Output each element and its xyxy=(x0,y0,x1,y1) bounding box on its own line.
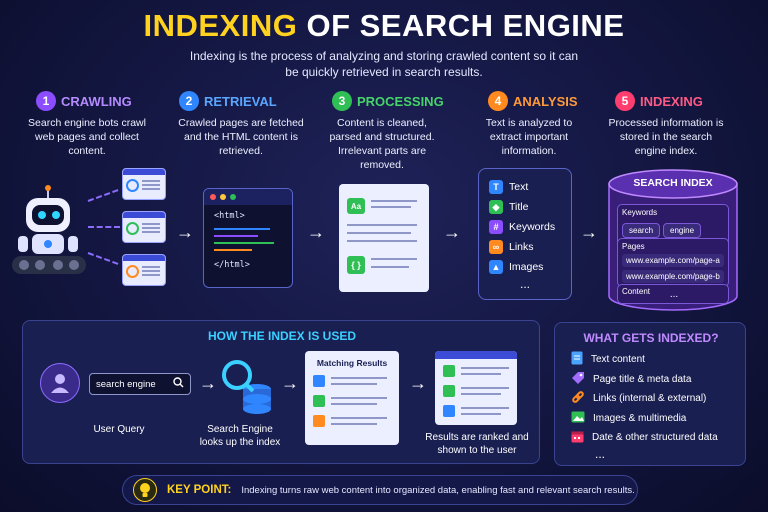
ranked-label: Results are ranked and shown to the user xyxy=(425,432,529,456)
page-subtitle: Indexing is the process of analyzing and… xyxy=(189,49,579,79)
search-index-title: SEARCH INDEX xyxy=(633,177,713,189)
step-analysis-header: 4 ANALYSIS xyxy=(488,91,578,111)
how-index-used-title: HOW THE INDEX IS USED xyxy=(207,329,356,343)
arrow-right-icon: → xyxy=(176,222,194,242)
step-label: RETRIEVAL xyxy=(204,93,277,109)
matching-results-title: Matching Results xyxy=(316,358,388,368)
key-point-banner: KEY POINT: Indexing turns raw web conten… xyxy=(122,475,638,505)
globe-icon xyxy=(126,178,139,192)
index-content-section: Content ... xyxy=(617,284,729,304)
how-index-used-panel: HOW THE INDEX IS USED search engine User… xyxy=(22,320,540,464)
text-format-icon: Aa xyxy=(347,198,365,214)
step-label: INDEXING xyxy=(640,93,703,109)
step-indexing-desc: Processed information is stored in the s… xyxy=(608,117,724,157)
step-indexing-header: 5 INDEXING xyxy=(615,91,703,111)
keyword-chip: search xyxy=(622,223,661,238)
crawled-page-window xyxy=(122,168,166,200)
search-input-value: search engine xyxy=(96,378,156,390)
page-url: www.example.com/page-a xyxy=(622,254,724,267)
step-number: 1 xyxy=(36,91,56,111)
user-query-label: User Query xyxy=(93,424,145,435)
arrow-right-icon: → xyxy=(307,222,325,242)
what-gets-indexed-panel: WHAT GETS INDEXED? Text content Page tit… xyxy=(554,322,746,466)
lightbulb-icon xyxy=(133,478,157,502)
crawler-robot-icon xyxy=(12,184,88,278)
step-crawling-desc: Search engine bots crawl web pages and c… xyxy=(28,117,146,157)
text-icon: T xyxy=(489,180,503,194)
search-input[interactable]: search engine xyxy=(89,373,191,395)
step-retrieval-header: 2 RETRIEVAL xyxy=(179,91,277,111)
key-point-text: Indexing turns raw web content into orga… xyxy=(241,484,635,496)
title-highlight: INDEXING xyxy=(143,8,298,43)
image-icon: ▲ xyxy=(489,260,503,274)
html-code-window: <html> </html> xyxy=(203,188,293,288)
step-analysis-desc: Text is analyzed to extract important in… xyxy=(485,117,573,157)
indexed-item: Text content xyxy=(571,350,743,370)
crawl-connector xyxy=(87,252,119,265)
step-label: ANALYSIS xyxy=(513,93,578,109)
arrow-right-icon: → xyxy=(281,373,299,393)
user-avatar-icon xyxy=(40,363,80,403)
step-crawling-header: 1 CRAWLING xyxy=(36,91,132,111)
arrow-right-icon: → xyxy=(199,373,217,393)
image-icon xyxy=(571,411,585,426)
globe-icon xyxy=(126,221,139,235)
search-icon xyxy=(173,375,184,393)
title-tag-icon: ◆ xyxy=(489,200,503,214)
keyword-chip: engine xyxy=(663,223,702,238)
index-lookup-icon xyxy=(217,357,277,417)
crawled-page-window xyxy=(122,211,166,243)
step-processing-desc: Content is cleaned, parsed and structure… xyxy=(329,117,435,171)
tag-icon xyxy=(571,371,585,388)
search-index-database: SEARCH INDEX Keywords searchengineindex … xyxy=(608,168,738,311)
indexed-item: Images & multimedia xyxy=(571,409,743,429)
step-label: CRAWLING xyxy=(61,93,132,109)
matching-results-card: Matching Results xyxy=(305,351,399,445)
title-rest: OF SEARCH ENGINE xyxy=(297,8,625,43)
what-gets-indexed-title: WHAT GETS INDEXED? xyxy=(583,331,719,345)
analysis-item: ▲Images xyxy=(479,257,571,277)
index-pages-section: Pages www.example.com/page-a www.example… xyxy=(617,238,729,287)
processed-document: Aa { } xyxy=(339,184,429,292)
indexed-item: Links (internal & external) xyxy=(571,389,743,409)
braces-icon: { } xyxy=(347,256,365,274)
step-number: 2 xyxy=(179,91,199,111)
step-number: 4 xyxy=(488,91,508,111)
crawl-connector xyxy=(88,226,120,228)
step-label: PROCESSING xyxy=(357,93,444,109)
code-open-tag: <html> xyxy=(214,211,245,221)
analysis-item: ◆Title xyxy=(479,197,571,217)
step-number: 3 xyxy=(332,91,352,111)
step-processing-header: 3 PROCESSING xyxy=(332,91,444,111)
step-retrieval-desc: Crawled pages are fetched and the HTML c… xyxy=(178,117,304,157)
code-close-tag: </html> xyxy=(214,260,250,270)
indexed-item: Date & other structured data xyxy=(571,428,743,448)
document-icon xyxy=(571,351,583,368)
arrow-right-icon: → xyxy=(443,222,461,242)
calendar-icon xyxy=(571,430,584,446)
indexed-more: ... xyxy=(595,446,606,461)
page-title: INDEXING OF SEARCH ENGINE xyxy=(0,8,768,44)
globe-icon xyxy=(126,264,139,278)
analysis-item: ∞Links xyxy=(479,237,571,257)
arrow-right-icon: → xyxy=(580,222,598,242)
hashtag-icon: # xyxy=(489,220,503,234)
lookup-label: Search Engine looks up the index xyxy=(199,424,281,448)
link-icon xyxy=(571,390,585,407)
key-point-label: KEY POINT: xyxy=(167,484,232,496)
analysis-item: #Keywords xyxy=(479,217,571,237)
analysis-more: ... xyxy=(519,277,530,291)
link-icon: ∞ xyxy=(489,240,503,254)
indexed-item: Page title & meta data xyxy=(571,370,743,390)
step-number: 5 xyxy=(615,91,635,111)
crawl-connector xyxy=(87,189,119,202)
page-url: www.example.com/page-b xyxy=(622,270,724,283)
crawled-page-window xyxy=(122,254,166,286)
arrow-right-icon: → xyxy=(409,373,427,393)
ranked-results-window xyxy=(435,351,517,425)
